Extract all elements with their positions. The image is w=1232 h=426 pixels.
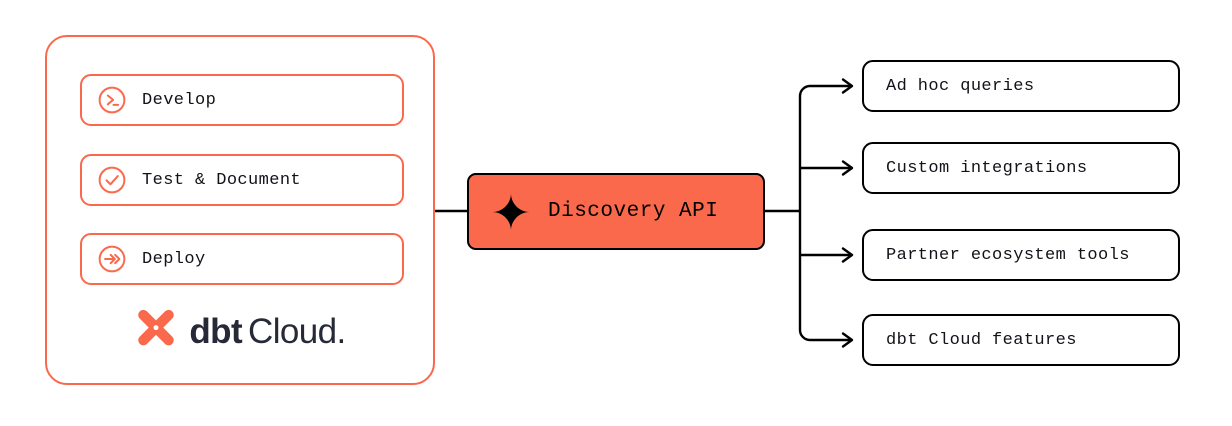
dbt-cloud-source-panel: Develop Test & Document Deploy bbox=[45, 35, 435, 385]
discovery-api-node[interactable]: Discovery API bbox=[467, 173, 765, 250]
arrowhead-ad-hoc-queries bbox=[841, 78, 854, 94]
stage-card-deploy[interactable]: Deploy bbox=[80, 233, 404, 285]
dbt-wordmark-bold: dbt bbox=[189, 311, 243, 351]
stage-label: Deploy bbox=[142, 249, 206, 269]
stage-card-develop[interactable]: Develop bbox=[80, 74, 404, 126]
consumer-box-ad-hoc-queries[interactable]: Ad hoc queries bbox=[862, 60, 1180, 112]
arrowhead-partner-ecosystem-tools bbox=[841, 247, 854, 263]
dbt-wordmark-suffix: . bbox=[336, 311, 346, 351]
consumer-label: Custom integrations bbox=[886, 158, 1088, 178]
arrowhead-custom-integrations bbox=[841, 160, 854, 176]
arrowhead-dbt-cloud-features bbox=[841, 332, 854, 348]
check-circle-icon bbox=[98, 166, 126, 194]
stage-card-test-and-document[interactable]: Test & Document bbox=[80, 154, 404, 206]
consumer-box-dbt-cloud-features[interactable]: dbt Cloud features bbox=[862, 314, 1180, 366]
fast-forward-circle-icon bbox=[98, 245, 126, 273]
consumer-label: Partner ecosystem tools bbox=[886, 245, 1130, 265]
terminal-prompt-icon bbox=[98, 86, 126, 114]
dbt-pinwheel-logo-icon bbox=[138, 309, 175, 346]
consumer-box-partner-ecosystem-tools[interactable]: Partner ecosystem tools bbox=[862, 229, 1180, 281]
consumer-box-custom-integrations[interactable]: Custom integrations bbox=[862, 142, 1180, 194]
sparkle-star-icon bbox=[492, 193, 530, 230]
consumer-label: Ad hoc queries bbox=[886, 76, 1035, 96]
connector-branch-ad-hoc-queries bbox=[798, 84, 850, 98]
discovery-api-label: Discovery API bbox=[548, 200, 719, 223]
connector-branch-dbt-cloud-features bbox=[798, 325, 850, 342]
consumer-label: dbt Cloud features bbox=[886, 330, 1077, 350]
stage-label: Develop bbox=[142, 90, 217, 110]
stage-label: Test & Document bbox=[142, 170, 302, 190]
dbt-wordmark-light: Cloud bbox=[248, 311, 337, 351]
